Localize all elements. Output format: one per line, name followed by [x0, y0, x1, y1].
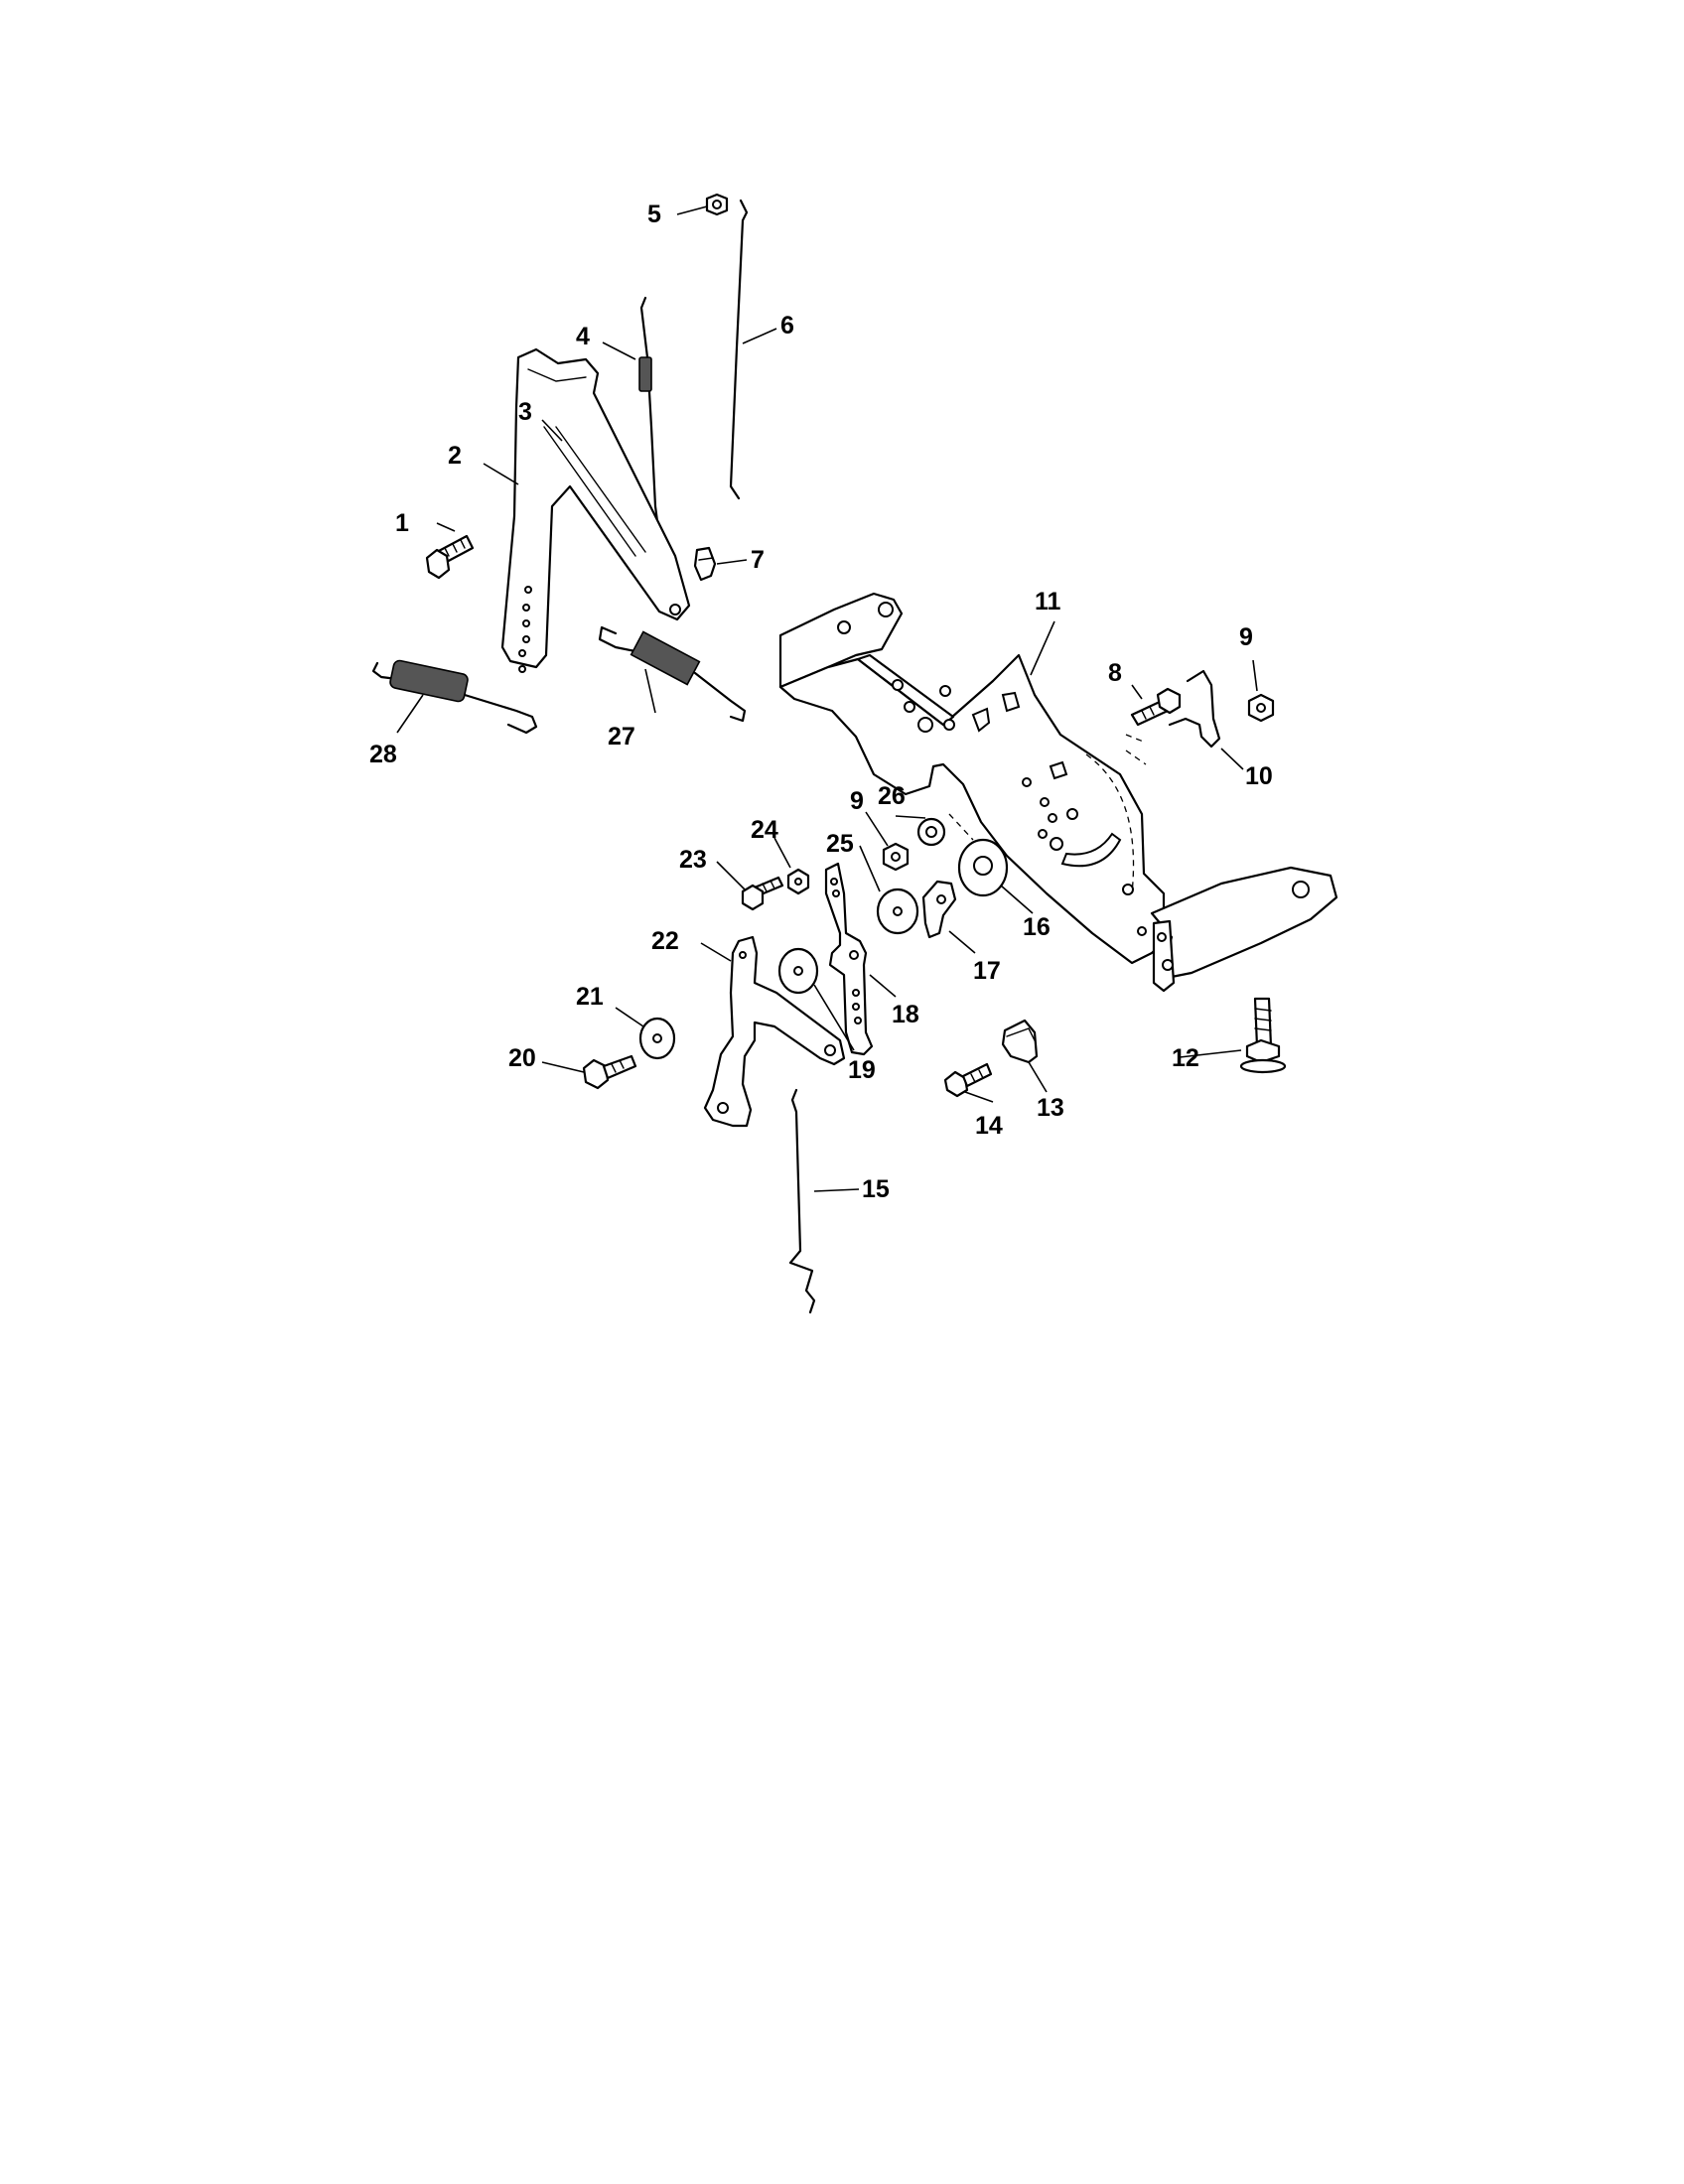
part-7-clip: [693, 546, 717, 582]
part-12-bolt: [1239, 997, 1287, 1074]
part-26-bushing: [916, 817, 946, 847]
part-14-screw: [943, 1062, 993, 1098]
part-11-control-bracket: [778, 592, 1338, 993]
part-27-spring: [598, 625, 747, 723]
part-13-clip: [1001, 1019, 1039, 1064]
callout-14: 14: [975, 1112, 1003, 1140]
callout-9-lower: 9: [850, 787, 864, 815]
callout-11: 11: [1035, 588, 1061, 615]
part-9-nut-lower: [882, 842, 910, 872]
part-21-washer: [638, 1017, 676, 1060]
part-6-rod: [729, 199, 749, 500]
part-5-nut: [705, 193, 729, 216]
callout-25: 25: [826, 830, 854, 858]
part-2-control-lever: [500, 347, 691, 673]
part-4-spring-rod: [638, 296, 661, 538]
callout-13: 13: [1037, 1094, 1064, 1122]
callout-3: 3: [518, 398, 532, 426]
part-8-bolt: [1125, 687, 1182, 765]
callout-10: 10: [1245, 762, 1273, 790]
callout-labels: 1 2 3 4 5 6 7 8 9 9 10 11 12 13 14 15 16…: [369, 201, 1273, 1203]
callout-19: 19: [848, 1056, 876, 1084]
part-17-lever: [921, 880, 957, 939]
part-16-washer: [948, 813, 1009, 897]
callout-23: 23: [679, 846, 707, 874]
callout-7: 7: [751, 546, 765, 574]
callout-21: 21: [576, 983, 604, 1011]
callout-28: 28: [369, 741, 397, 768]
callout-27: 27: [608, 723, 635, 751]
callout-1: 1: [395, 509, 409, 537]
callout-9-upper: 9: [1239, 623, 1253, 651]
callout-18: 18: [892, 1001, 919, 1028]
part-28-spring: [371, 659, 538, 735]
callout-8: 8: [1108, 659, 1122, 687]
callout-17: 17: [973, 957, 1001, 985]
callout-20: 20: [508, 1044, 536, 1072]
part-25-washer: [876, 887, 919, 935]
callout-6: 6: [780, 312, 794, 340]
callout-16: 16: [1023, 913, 1051, 941]
part-1-bolt: [425, 534, 475, 580]
leader-lines: [396, 205, 1258, 1192]
part-22-throttle-bracket: [703, 935, 846, 1128]
part-19-washer: [777, 947, 819, 995]
part-18-governor-lever: [824, 862, 874, 1056]
callout-22: 22: [651, 927, 679, 955]
part-23-screw: [741, 876, 784, 911]
callout-2: 2: [448, 442, 462, 470]
callout-5: 5: [647, 201, 661, 228]
part-20-bolt: [582, 1054, 637, 1090]
callout-26: 26: [878, 782, 906, 810]
callout-24: 24: [751, 816, 778, 844]
part-9-nut-upper: [1247, 693, 1275, 723]
part-24-nut: [786, 868, 810, 895]
part-10-wire-spring: [1168, 669, 1221, 749]
callout-4: 4: [576, 323, 590, 350]
callout-15: 15: [862, 1175, 890, 1203]
part-15-throttle-rod: [788, 1088, 816, 1314]
callout-12: 12: [1172, 1044, 1199, 1072]
